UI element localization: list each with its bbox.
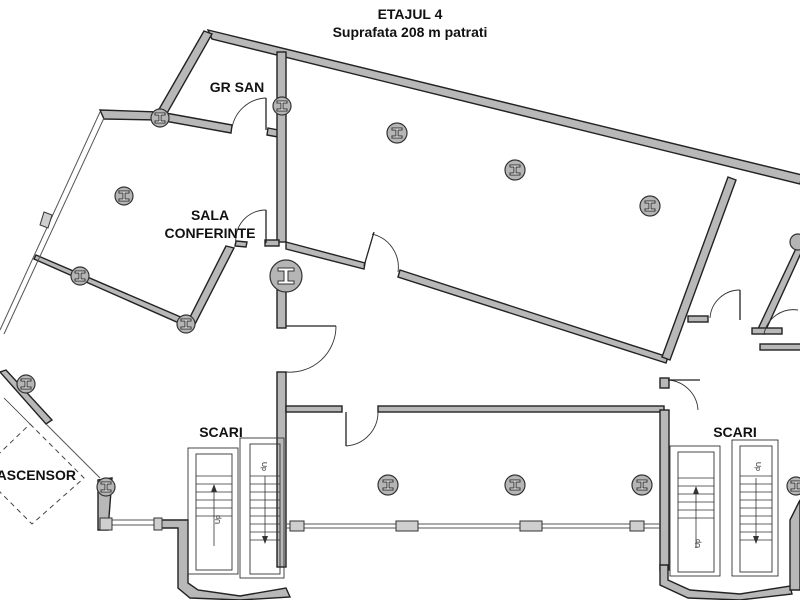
plan-title: ETAJUL 4 Suprafata 208 m patrati (260, 5, 560, 41)
stair-left-outer-2 (239, 437, 285, 579)
wall-right-stub-2 (751, 327, 783, 335)
stair-up-label: Up (695, 539, 702, 548)
walls (0, 28, 800, 600)
mullion (395, 520, 419, 532)
column-icon (16, 374, 36, 394)
door-office-arc (371, 233, 399, 273)
stair-treads (678, 475, 772, 541)
wall-grsan-left (157, 30, 214, 116)
mullion (153, 517, 163, 531)
door-grsan-arc (231, 97, 267, 129)
wall-central-bottom (276, 371, 287, 568)
floor-title: ETAJUL 4 (377, 6, 443, 22)
glass-ascensor-left (45, 423, 101, 479)
stair-right-outer (669, 445, 721, 577)
column-icon (631, 474, 653, 496)
column-icon (786, 476, 800, 496)
wall-office-right (661, 176, 737, 361)
door-corridor-arc (345, 411, 379, 447)
column-icon (114, 186, 134, 206)
column-icon (377, 474, 399, 496)
wall-sala-right-top (234, 240, 248, 248)
mullion (99, 517, 113, 531)
area-text: Suprafata 208 m patrati (332, 24, 488, 40)
stairs-left (187, 437, 285, 579)
door-sala-arc (235, 209, 267, 245)
ascensor-outline (0, 423, 85, 525)
column-icon (70, 266, 90, 286)
door-right-room-arc-2 (763, 309, 799, 335)
door-office-leaf (363, 231, 375, 267)
stair-right-flight-2 (739, 445, 773, 573)
column-icon (176, 314, 196, 334)
mullions (39, 211, 645, 532)
wall-right-stub-3 (759, 343, 800, 351)
wall-sala-bottom (33, 254, 191, 328)
stairs-right (669, 439, 779, 577)
doors (231, 97, 799, 447)
door-right-room-arc (709, 289, 741, 319)
stair-left-flight-2 (249, 443, 281, 575)
wall-right-stub (687, 315, 709, 323)
column-icon (789, 233, 800, 251)
column-icon (639, 195, 661, 217)
mullion (289, 520, 305, 532)
wall-corridor-top (285, 405, 343, 413)
ascensor-edge (3, 397, 31, 425)
stair-right-outer-2 (731, 439, 779, 577)
door-central-arc (285, 325, 337, 373)
wall-ascensor-top (0, 369, 54, 425)
column-icon (504, 474, 526, 496)
door-right-stair-arc (667, 379, 699, 411)
column-icon (504, 159, 526, 181)
thin-walls (0, 111, 660, 529)
column-icon (96, 477, 116, 497)
wall-office-bottom-2 (397, 269, 669, 364)
ascensor-shaft (0, 397, 85, 525)
room-label-ascensor: ASCENSOR (0, 467, 76, 483)
columns (16, 96, 800, 497)
stair-arrow-head (211, 484, 217, 492)
stair-arrow-head (693, 486, 699, 494)
column-icon-large (269, 259, 303, 293)
column-icon (272, 96, 292, 116)
room-label-sala-conferinte: SALA CONFERINTE (140, 206, 280, 242)
wall-right-stair-left (659, 409, 670, 571)
wall-right-room (756, 239, 800, 335)
mullion (519, 520, 543, 532)
stair-up-label: Up (754, 462, 761, 471)
glass-sala-left-2 (3, 117, 105, 335)
wall-right-stair-right (789, 499, 800, 591)
mullion (629, 520, 645, 532)
wall-top-diagonal (206, 28, 800, 185)
stair-left-flight-1 (195, 453, 233, 571)
stair-arrow-head (262, 536, 268, 544)
stair-up-label: Up (215, 515, 222, 524)
room-label-scari-right: SCARI (713, 424, 757, 440)
wall-corridor-top-2 (377, 405, 665, 413)
wall-sala-stub (264, 239, 280, 247)
stair-arrow-head (753, 536, 759, 544)
mullion (39, 211, 53, 229)
room-label-gr-san: GR SAN (209, 79, 265, 95)
room-label-sala-line2: CONFERINTE (164, 225, 256, 241)
room-label-sala-line1: SALA (190, 207, 230, 223)
room-label-scari-left: SCARI (199, 424, 243, 440)
wall-grsan-bottom (158, 111, 233, 134)
wall-central-lower (276, 289, 287, 329)
column-icon (150, 108, 170, 128)
wall-office-bottom (285, 241, 366, 270)
stair-left-outer (187, 447, 239, 575)
stair-right-flight-1 (677, 451, 715, 573)
wall-right-stair-top (659, 377, 670, 389)
wall-left-stair (159, 519, 292, 600)
stair-up-label: Up (260, 462, 267, 471)
wall-central-upper (276, 51, 287, 243)
column-icon (386, 122, 408, 144)
